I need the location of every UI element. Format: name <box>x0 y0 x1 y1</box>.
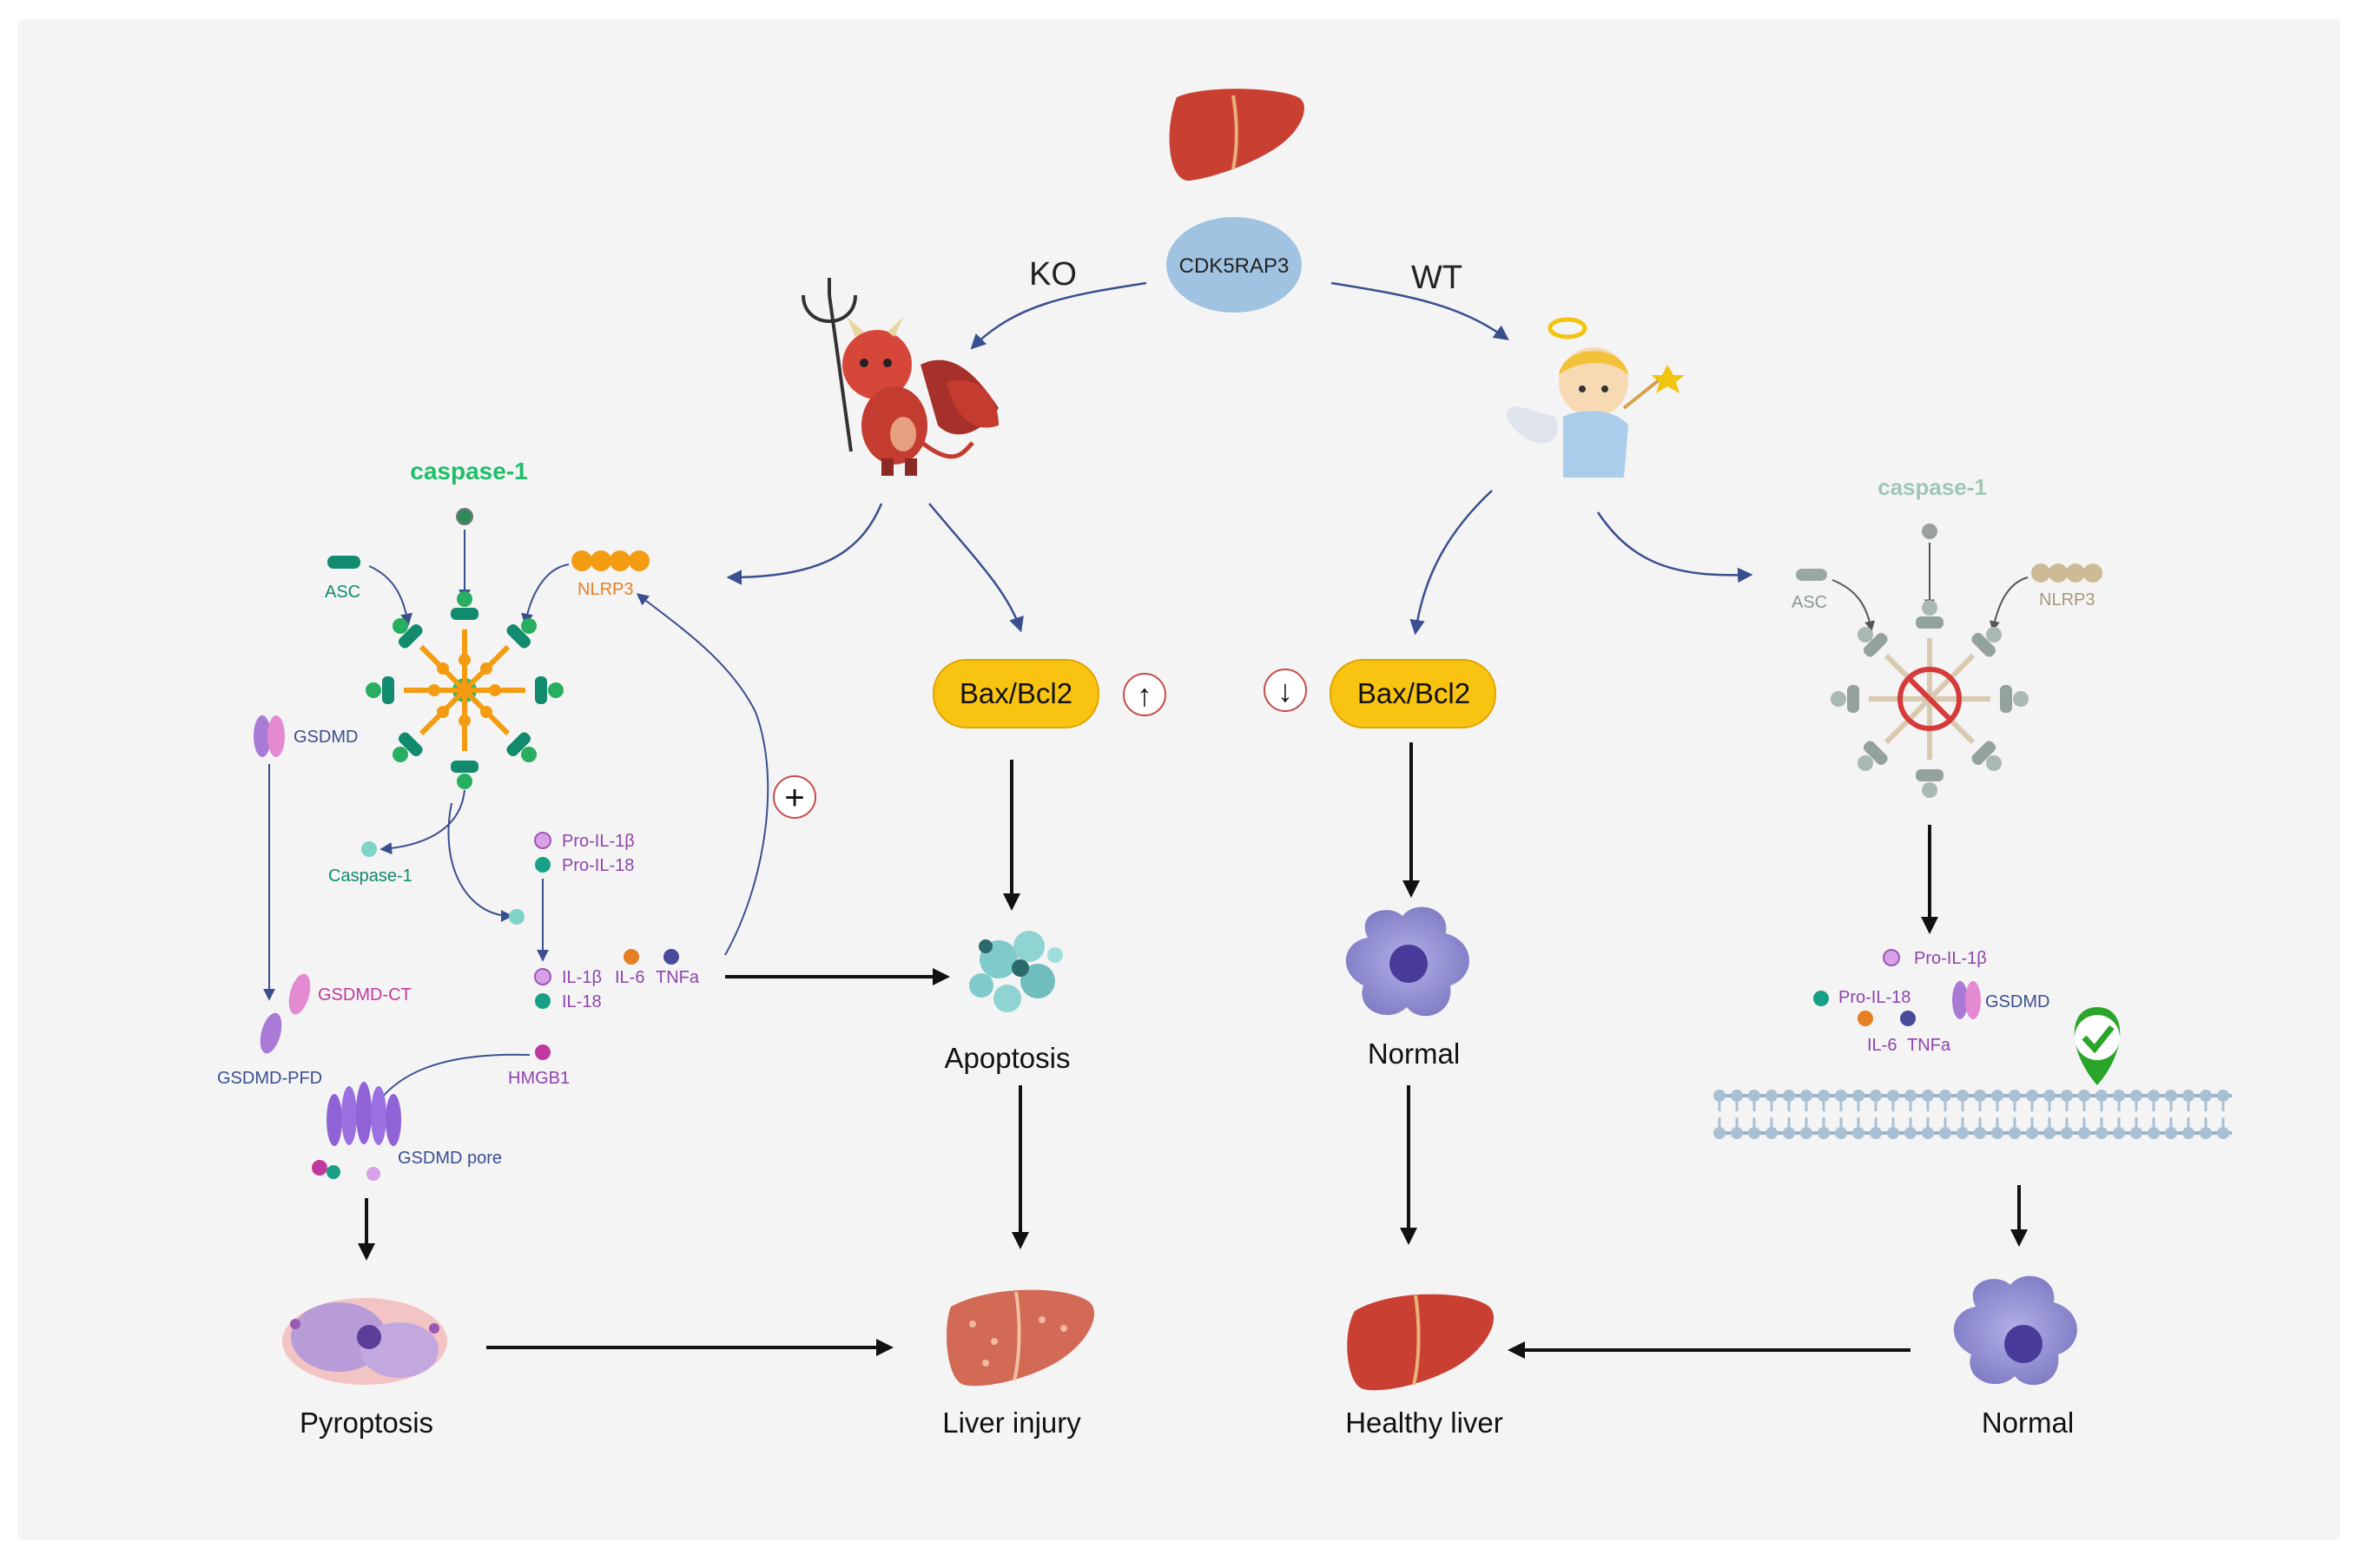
gsdmd-pfd-label: GSDMD-PFD <box>217 1069 322 1088</box>
arrow-asc-right <box>1831 579 1875 632</box>
tnfa-label-right: TNFa <box>1907 1036 1951 1055</box>
nlrp3-label-left: NLRP3 <box>577 580 633 599</box>
pro-il18-label-right: Pro-IL-18 <box>1838 988 1911 1007</box>
asc-label-left: ASC <box>325 583 360 602</box>
caspase1-active-icon <box>361 841 377 857</box>
arrow-ko-to-bax <box>928 503 1024 633</box>
nlrp3-icon-left <box>571 550 650 571</box>
check-badge-icon <box>2074 1007 2121 1085</box>
asc-label-right: ASC <box>1792 593 1827 612</box>
gsdmd-icon-left <box>254 715 285 757</box>
il18-dot-left <box>535 993 551 1009</box>
nlrp3-icon-right <box>2031 563 2102 583</box>
gsdmd-label-right: GSDMD <box>1985 992 2049 1011</box>
il1b-label-left: IL-1β <box>562 968 602 987</box>
il1b-dot-left <box>534 968 551 985</box>
arrow-asc-to-complex <box>368 565 412 626</box>
pro-il18-dot-right <box>1813 991 1829 1006</box>
down-arrow-circle-icon <box>1264 669 1307 712</box>
arrow-nlrp3-to-complex <box>521 563 570 626</box>
pro-il18-label-left: Pro-IL-18 <box>562 856 634 875</box>
arrow-caspase1-to-cytokines <box>447 802 513 922</box>
arrow-nlrp3-right <box>1990 576 2029 632</box>
procaspase1-dot-left <box>456 508 473 525</box>
pyroptosis-label: Pyroptosis <box>300 1407 433 1439</box>
gsdmd-ct-icon <box>288 973 311 1015</box>
gene-node <box>1166 217 1302 313</box>
gsdmd-pore-icon <box>312 1082 401 1181</box>
hmgb1-label: HMGB1 <box>508 1069 570 1088</box>
gsdmd-icon-right <box>1952 981 1981 1019</box>
ko-label: KO <box>1029 256 1077 293</box>
injured-liver-icon <box>947 1289 1095 1387</box>
wt-bax-bcl2-label: Bax/Bcl2 <box>1357 677 1470 709</box>
tnfa-label-left: TNFa <box>656 968 700 987</box>
gsdmd-pfd-icon <box>260 1012 282 1054</box>
caspase1-title-left: caspase-1 <box>410 458 527 484</box>
il6-dot-right <box>1858 1011 1873 1026</box>
pro-il1b-label-left: Pro-IL-1β <box>562 832 635 851</box>
liver-injury-label: Liver injury <box>942 1407 1081 1439</box>
asc-icon-left <box>327 556 360 569</box>
il18-label-left: IL-18 <box>562 992 602 1011</box>
inflammasome-complex-left <box>366 591 564 789</box>
ko-bax-bcl2-box <box>933 659 1099 728</box>
feedback-arrow-to-nlrp3 <box>636 593 769 956</box>
arrow-wt-to-bax <box>1409 490 1493 636</box>
cell-membrane-icon <box>1713 1090 2232 1139</box>
healthy-liver-icon <box>1347 1294 1495 1391</box>
inflammasome-complex-inhibited <box>1831 600 2029 798</box>
gsdmd-ct-label: GSDMD-CT <box>318 985 412 1005</box>
background-panel <box>17 19 2340 1540</box>
pro-il1b-dot-right <box>1883 949 1900 966</box>
arrow-wt-to-inflammasome <box>1596 511 1753 583</box>
pyroptosis-cell-icon <box>282 1298 447 1385</box>
gsdmd-label-left: GSDMD <box>294 728 358 747</box>
nlrp3-label-right: NLRP3 <box>2039 590 2095 609</box>
asc-icon-right <box>1796 569 1827 581</box>
angel-character-icon <box>1507 317 1685 478</box>
tnfa-dot-left <box>663 949 679 965</box>
il6-label-right: IL-6 <box>1867 1036 1897 1055</box>
down-arrow-icon: ↓ <box>1277 673 1293 708</box>
arrow-complex-to-caspase1 <box>379 789 465 855</box>
arrow-gene-to-wt <box>1330 281 1509 341</box>
devil-character-icon <box>802 278 999 476</box>
plus-icon: + <box>784 779 804 817</box>
caspase1-cleaving-icon <box>509 909 525 925</box>
caspase1-title-right: caspase-1 <box>1878 474 1987 500</box>
pro-il1b-label-right: Pro-IL-1β <box>1914 949 1987 968</box>
normal-label-right: Normal <box>1982 1407 2074 1439</box>
apoptosis-cell-icon <box>969 931 1063 1012</box>
pro-il18-dot-left <box>535 857 551 873</box>
il6-dot-left <box>624 949 639 965</box>
hmgb1-dot <box>535 1044 551 1060</box>
healthy-liver-label: Healthy liver <box>1345 1407 1503 1439</box>
up-arrow-icon: ↑ <box>1137 677 1152 713</box>
wt-label: WT <box>1411 260 1462 296</box>
ko-bax-bcl2-label: Bax/Bcl2 <box>960 677 1072 709</box>
procaspase1-dot-right <box>1922 524 1937 539</box>
wt-bax-bcl2-box <box>1330 659 1496 728</box>
gene-label: CDK5RAP3 <box>1179 254 1290 278</box>
gsdmd-pore-label: GSDMD pore <box>398 1149 502 1168</box>
apoptosis-label: Apoptosis <box>945 1042 1071 1074</box>
normal-cell-icon-right <box>1953 1275 2077 1386</box>
arrow-ko-to-inflammasome <box>726 503 883 585</box>
pro-il1b-dot-left <box>534 832 551 849</box>
arrow-gene-to-ko <box>970 281 1147 350</box>
top-liver-icon <box>1169 89 1304 181</box>
normal-cell-icon-center <box>1345 906 1469 1017</box>
plus-circle-icon <box>773 775 816 819</box>
tnfa-dot-right <box>1900 1011 1916 1026</box>
il6-label-left: IL-6 <box>615 968 644 987</box>
normal-label-center: Normal <box>1368 1038 1460 1070</box>
up-arrow-circle-icon <box>1123 673 1166 716</box>
caspase1-active-label: Caspase-1 <box>328 866 412 886</box>
